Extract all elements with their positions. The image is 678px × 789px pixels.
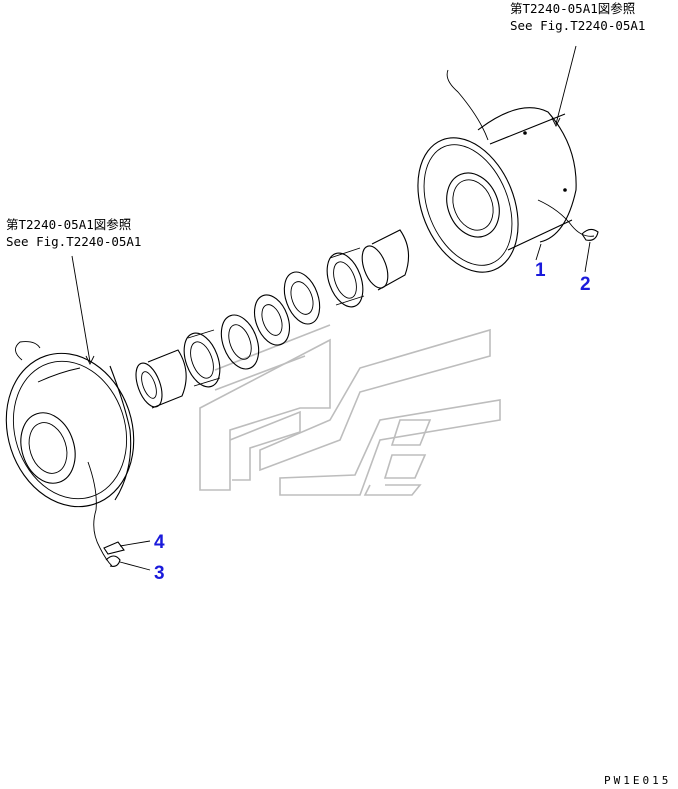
reference-left-en: See Fig.T2240-05A1 — [6, 234, 141, 249]
reference-top-right-jp: 第T2240-05A1図参照 — [510, 1, 635, 16]
callout-4: 4 — [154, 532, 165, 553]
drawing-code: PW1E015 — [604, 774, 671, 787]
clip-4 — [103, 541, 125, 555]
reel-left — [5, 341, 135, 567]
callout-3: 3 — [154, 563, 165, 584]
clip-3 — [105, 555, 121, 567]
callout-1: 1 — [535, 260, 546, 281]
sleeve-left — [135, 349, 187, 409]
clip-2 — [581, 228, 599, 241]
reel-right — [417, 69, 595, 273]
bearing-right — [326, 247, 365, 308]
watermark-logo — [199, 324, 501, 496]
leader-lines — [71, 45, 591, 571]
reference-top-right-en: See Fig.T2240-05A1 — [510, 18, 645, 33]
bearing-left — [183, 329, 221, 388]
seal-ring-right — [283, 271, 321, 325]
sleeve-right — [361, 229, 410, 291]
callout-2: 2 — [580, 274, 591, 295]
seal-ring-left — [220, 314, 260, 370]
reference-left-jp: 第T2240-05A1図参照 — [6, 217, 131, 232]
seal-ring-mid — [253, 294, 291, 346]
